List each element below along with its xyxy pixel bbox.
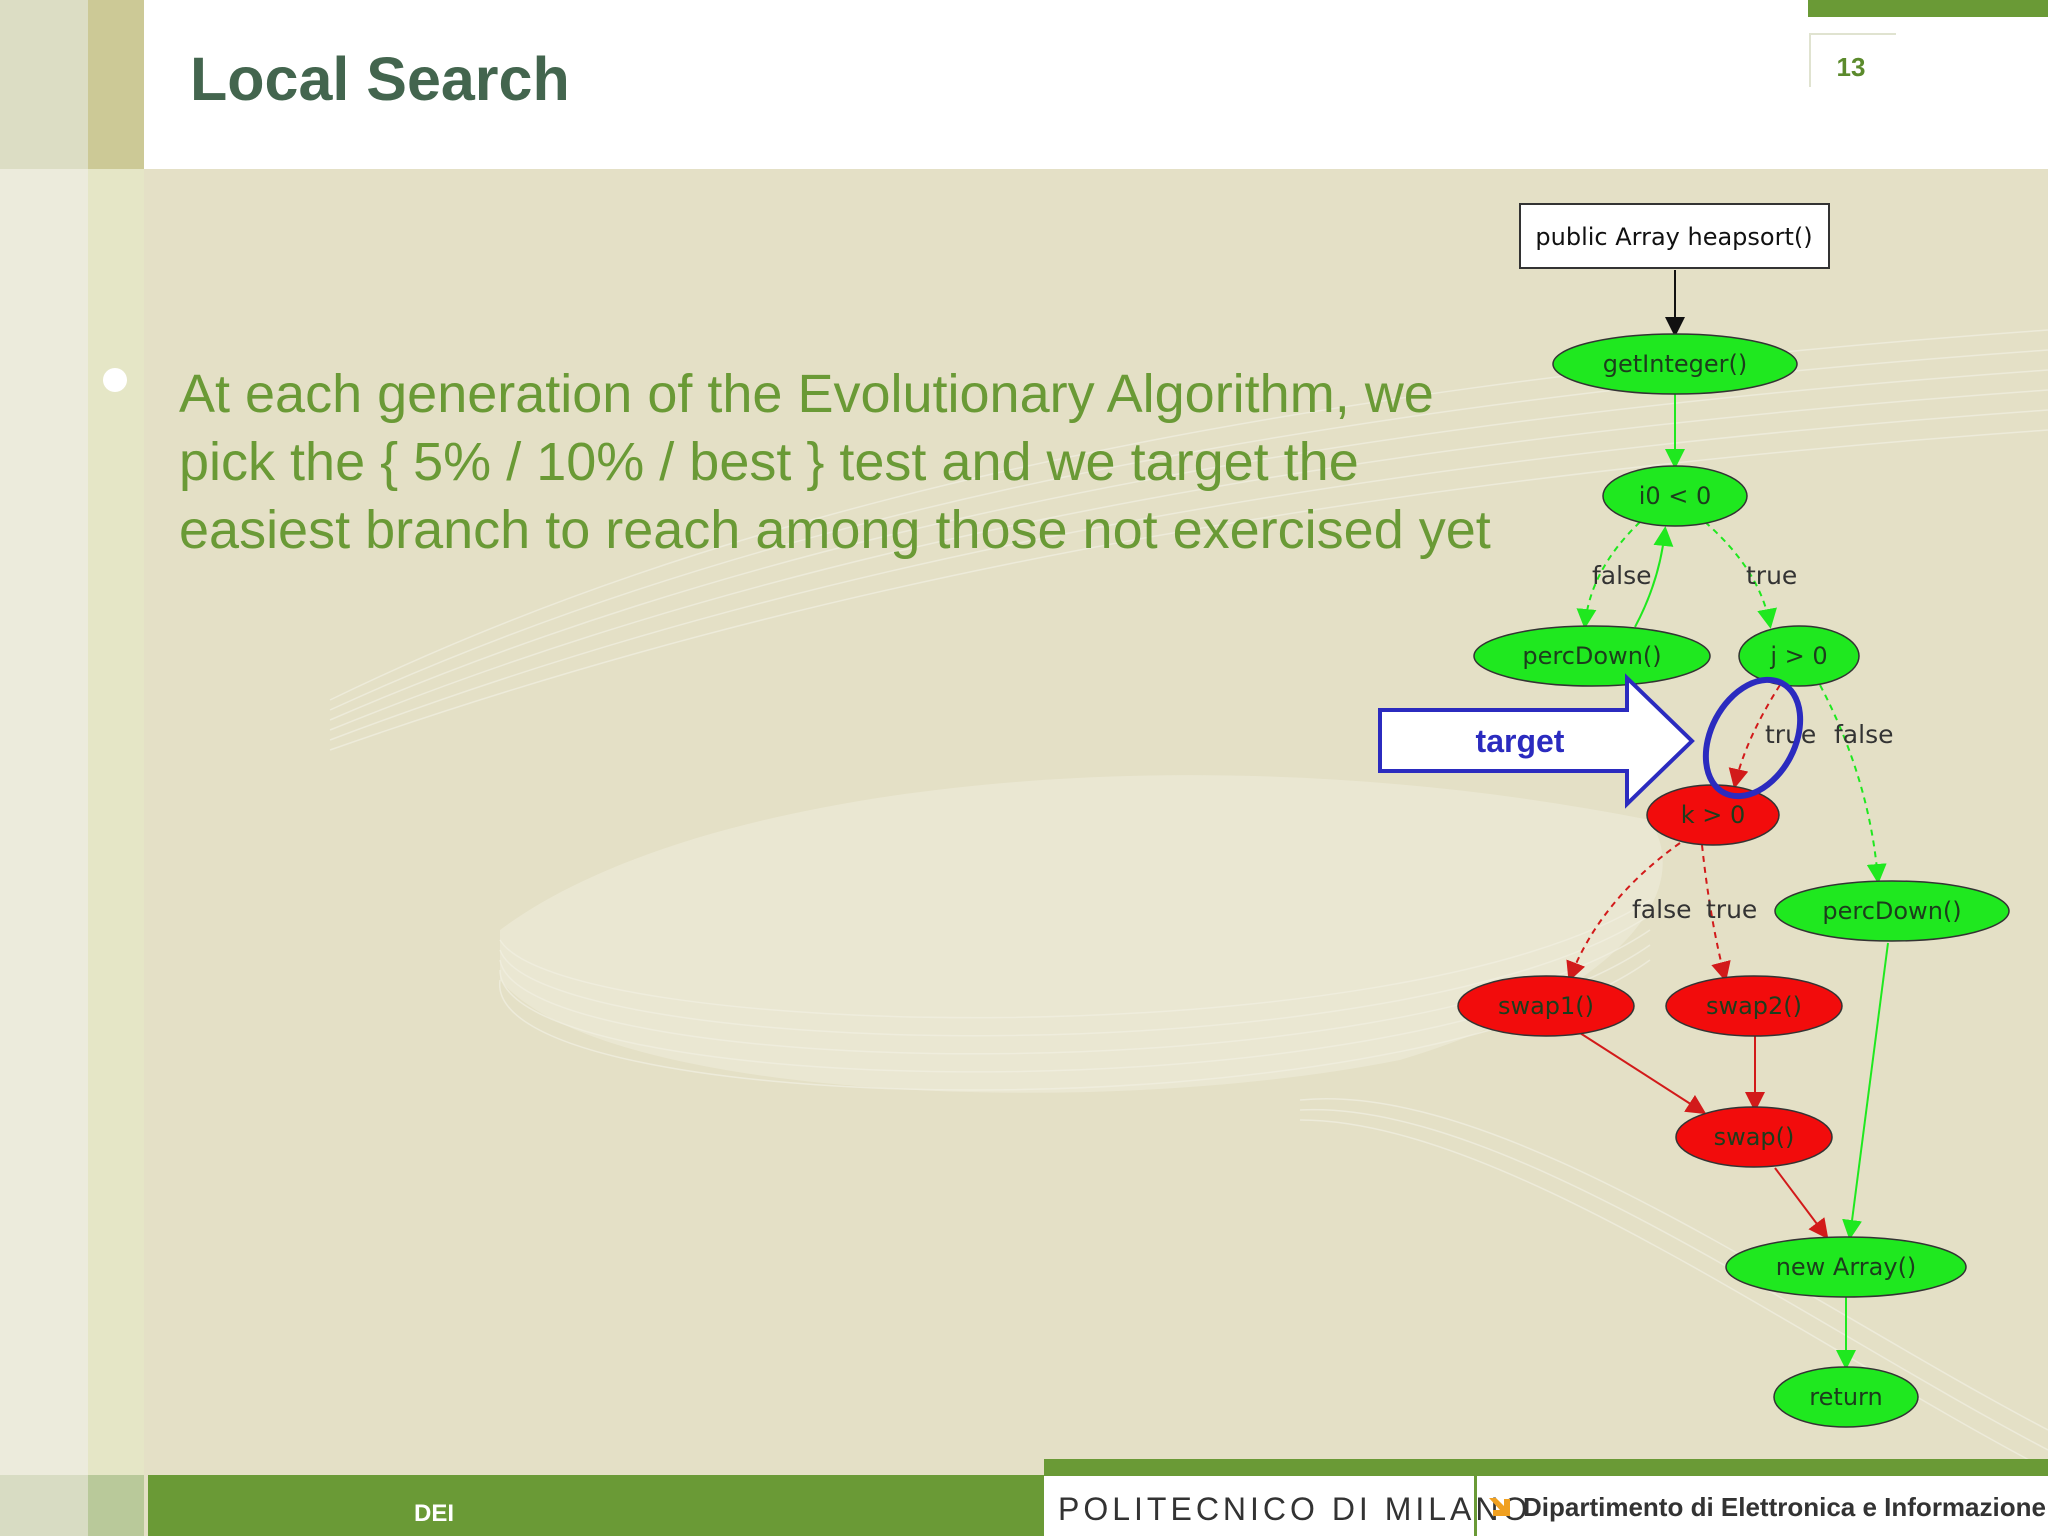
left-frame-strip-accent (88, 0, 144, 1536)
footer-logo-panel (1044, 1476, 2048, 1536)
node-heapsort: public Array heapsort() (1519, 203, 1830, 269)
edge-i0-true (1704, 521, 1777, 629)
edge-swap1-swap (1579, 1032, 1707, 1115)
node-new-array: new Array() (1725, 1236, 1967, 1298)
edge-label-j-true: true (1765, 720, 1816, 749)
bullet-text: At each generation of the Evolutionary A… (179, 364, 1491, 560)
target-label: target (1476, 723, 1565, 759)
node-percdown-1: percDown() (1473, 625, 1711, 687)
node-swap2: swap2() (1665, 975, 1843, 1037)
node-swap: swap() (1675, 1106, 1833, 1168)
edge-percdown2-newarray (1842, 942, 1889, 1240)
header-corner-block (0, 0, 88, 169)
bullet-point-icon (103, 368, 127, 392)
node-percdown-2-label: percDown() (1822, 897, 1961, 925)
graph-edges (1566, 270, 1889, 1370)
edge-label-i0-true: true (1746, 561, 1797, 590)
edge-label-j-false: false (1834, 720, 1893, 749)
target-arrow-icon (1378, 673, 1695, 809)
footer-corner-accent (88, 1475, 144, 1536)
header-accent-bar (1808, 0, 2048, 17)
node-j: j > 0 (1738, 625, 1860, 687)
edge-j-true (1728, 684, 1781, 789)
footer-bar (148, 1475, 1048, 1536)
footer-corner-block (0, 1475, 88, 1536)
node-getinteger: getInteger() (1552, 333, 1798, 395)
footer-divider (1474, 1476, 1477, 1536)
edge-swap-newarray (1774, 1167, 1829, 1240)
node-i0: i0 < 0 (1602, 465, 1748, 527)
edge-label-i0-false: false (1592, 561, 1651, 590)
node-new-array-label: new Array() (1776, 1253, 1917, 1281)
target-highlight-ellipse (1702, 676, 1804, 800)
department-name: Dipartimento di Elettronica e Informazio… (1523, 1492, 2046, 1522)
edge-j-false (1819, 684, 1887, 884)
node-heapsort-label: public Array heapsort() (1535, 223, 1812, 251)
slide-number: 13 (1836, 52, 1866, 82)
node-swap-label: swap() (1714, 1123, 1795, 1151)
footer-dei-label: DEI (414, 1500, 455, 1527)
edge-k-true (1701, 844, 1731, 982)
edge-percdown-loop (1634, 526, 1674, 628)
target-callout: target (1378, 673, 1804, 809)
node-swap2-label: swap2() (1706, 992, 1802, 1020)
department-arrow-icon (1489, 1498, 1510, 1516)
header-corner-accent (88, 0, 144, 169)
node-return-label: return (1809, 1383, 1882, 1411)
edge-label-k-false: false (1632, 895, 1691, 924)
node-percdown-2: percDown() (1774, 880, 2010, 942)
node-j-label: j > 0 (1769, 642, 1827, 670)
institution-logo-text: POLITECNICO DI MILANO (1058, 1491, 1532, 1527)
node-i0-label: i0 < 0 (1639, 482, 1712, 510)
node-swap1: swap1() (1457, 975, 1635, 1037)
edge-label-k-true: true (1706, 895, 1757, 924)
node-swap1-label: swap1() (1498, 992, 1594, 1020)
slide-title: Local Search (190, 45, 570, 113)
node-k-label: k > 0 (1681, 801, 1746, 829)
slide-header (144, 0, 2048, 169)
edge-k-false (1566, 842, 1681, 982)
edge-i0-false (1576, 521, 1641, 629)
node-k: k > 0 (1646, 784, 1780, 846)
slide-number-frame (1809, 33, 1896, 87)
node-return: return (1773, 1366, 1919, 1428)
node-percdown-1-label: percDown() (1522, 642, 1661, 670)
node-getinteger-label: getInteger() (1603, 350, 1747, 378)
left-frame-strip (0, 0, 88, 1536)
